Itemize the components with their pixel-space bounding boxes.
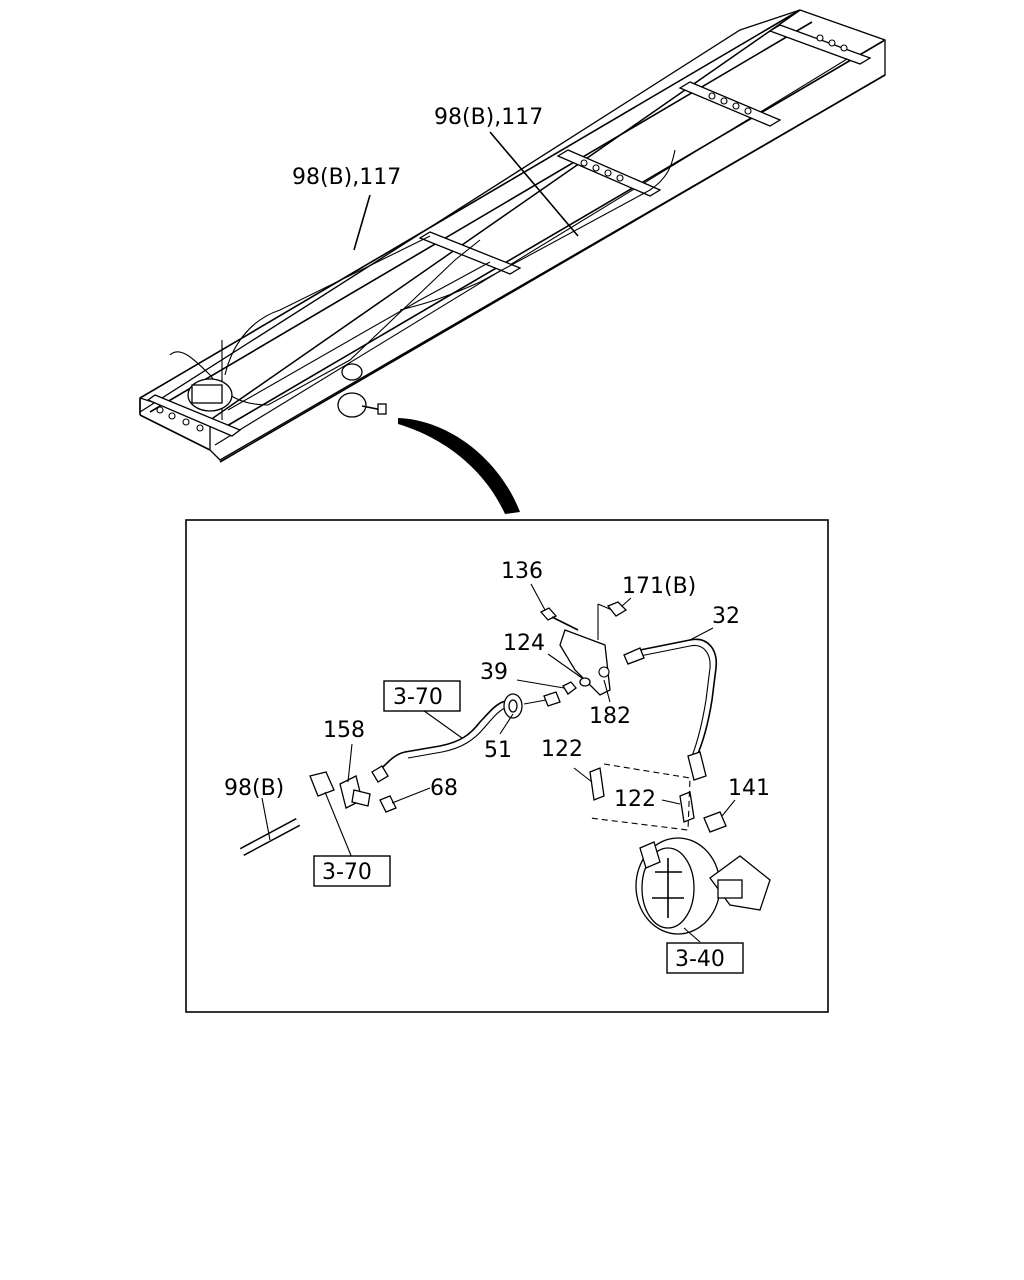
tee-158 [309,771,397,813]
washer-124 [579,677,591,687]
ref-box-frame-top-left [383,680,461,712]
callout-124: 124 [503,631,545,656]
chassis-frame [139,9,886,514]
ref-box-frame-bottom-right [666,942,744,974]
ref-box-bottom-right: 3-40 [675,947,725,972]
valve-group [589,763,727,833]
callout-68: 68 [430,776,458,801]
callout-32: 32 [712,604,740,629]
bracket-assembly [539,601,628,696]
callout-136: 136 [501,559,543,584]
callout-122-top: 122 [541,737,583,762]
nut-39 [562,681,577,695]
callout-122-mid: 122 [614,787,656,812]
brake-chamber [635,837,771,935]
callout-141: 141 [728,776,770,801]
callout-182: 182 [589,704,631,729]
detail-box [185,519,829,1013]
callout-98b: 98(B) [224,776,284,801]
ref-box-bottom-left: 3-70 [322,860,372,885]
callout-171b: 171(B) [622,574,696,599]
rod-98b [239,818,301,856]
ref-box-frame-bottom-left [313,855,391,887]
pipe-32 [623,638,717,781]
callout-rail-right: 98(B),117 [434,105,543,130]
ref-box-top-left: 3-70 [393,685,443,710]
tube-assembly [371,691,561,783]
callout-rail-left: 98(B),117 [292,165,401,190]
callout-51: 51 [484,738,512,763]
callout-158: 158 [323,718,365,743]
callout-39: 39 [480,660,508,685]
